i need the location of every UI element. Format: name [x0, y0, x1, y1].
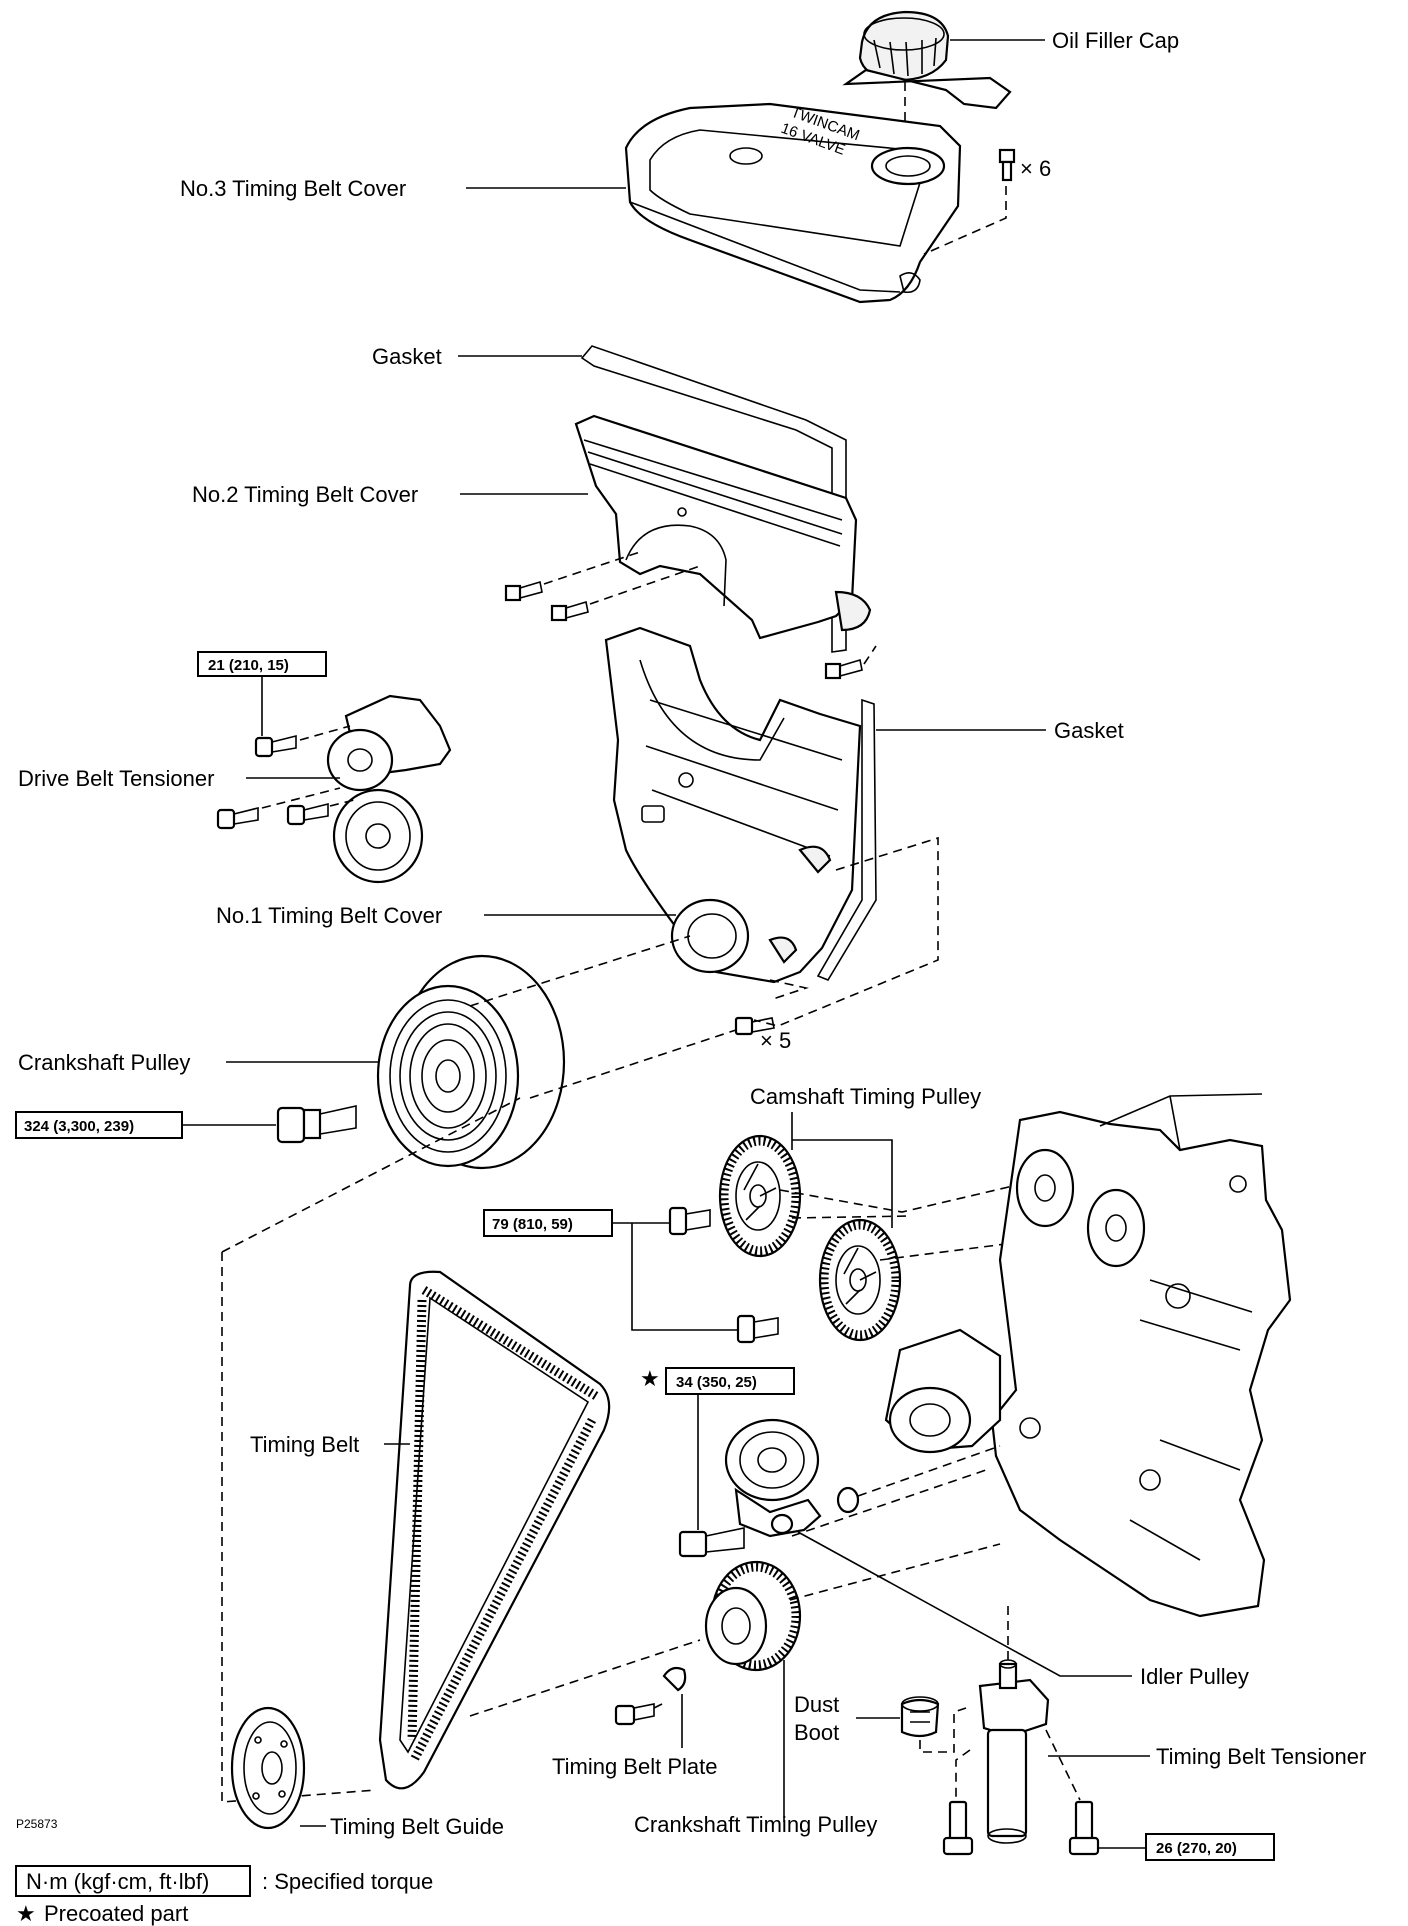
- timing-belt-tensioner-part: [978, 1659, 1050, 1844]
- idler-pulley-label: Idler Pulley: [1140, 1664, 1249, 1689]
- torque-timing-belt-tensioner: 26 (270, 20): [1156, 1840, 1237, 1857]
- drive-belt-tensioner-part: [326, 694, 452, 884]
- timing-belt-tensioner-label: Timing Belt Tensioner: [1156, 1744, 1366, 1769]
- timing-belt-guide-label: Timing Belt Guide: [330, 1814, 504, 1839]
- legend-torque-text: : Specified torque: [262, 1869, 433, 1894]
- torque-box-crankshaft: [15, 1111, 183, 1139]
- upper-gasket-part: [580, 345, 847, 653]
- torque-drive-belt-tensioner: 21 (210, 15): [208, 657, 289, 674]
- right-gasket-part: [816, 698, 877, 981]
- cover-bolt-1-icon: [504, 580, 543, 602]
- camshaft-bolt-1-icon: [668, 1206, 711, 1236]
- dust-boot-part: [900, 1696, 940, 1738]
- torque-crankshaft-pulley: 324 (3,300, 239): [24, 1118, 134, 1135]
- idler-bolt-icon: [678, 1527, 745, 1558]
- top-bolt-quantity: × 6: [1020, 156, 1051, 181]
- no3-timing-belt-cover-part: TWINCAM 16 VALVE: [624, 68, 1012, 304]
- no1-timing-belt-cover-part: [604, 626, 862, 984]
- precoated-star-idler: ★: [640, 1366, 660, 1391]
- camshaft-timing-pulley-label: Camshaft Timing Pulley: [750, 1084, 981, 1109]
- oil-filler-cap-part: [858, 10, 950, 82]
- cover-bolt-3-icon: [824, 658, 863, 680]
- idler-washer-icon: [836, 1486, 860, 1514]
- camshaft-bolt-2-icon: [736, 1314, 779, 1344]
- crankshaft-pulley-bolt-icon: [276, 1105, 357, 1144]
- figure-id: P25873: [16, 1817, 58, 1831]
- crankshaft-timing-pulley-label: Crankshaft Timing Pulley: [634, 1812, 877, 1837]
- tensioner-bolt-3-icon: [286, 802, 329, 826]
- tensioner-bolt-2-icon: [216, 806, 259, 830]
- torque-box-drive-belt: [197, 651, 327, 677]
- timing-belt-plate-label: Timing Belt Plate: [552, 1754, 717, 1779]
- gasket-upper-label: Gasket: [372, 344, 442, 369]
- camshaft-timing-pulley-2-part: [818, 1218, 902, 1342]
- idler-pulley-part: [724, 1418, 822, 1538]
- tensioner-bolt-right-icon: [1068, 1800, 1100, 1856]
- no1-timing-belt-cover-label: No.1 Timing Belt Cover: [216, 903, 442, 928]
- no2-timing-belt-cover-label: No.2 Timing Belt Cover: [192, 482, 418, 507]
- drive-belt-tensioner-label: Drive Belt Tensioner: [18, 766, 214, 791]
- dust-boot-label-line1: Dust: [794, 1692, 839, 1717]
- camshaft-timing-pulley-1-part: [718, 1134, 802, 1258]
- no3-timing-belt-cover-label: No.3 Timing Belt Cover: [180, 176, 406, 201]
- legend-torque-unit: N·m (kgf·cm, ft·lbf): [26, 1869, 209, 1894]
- torque-box-tensioner: [1145, 1833, 1275, 1861]
- torque-idler-pulley: 34 (350, 25): [676, 1374, 757, 1391]
- dust-boot-label-line2: Boot: [794, 1720, 839, 1745]
- timing-belt-label: Timing Belt: [250, 1432, 359, 1457]
- cover-bolt-quantity: × 5: [760, 1028, 791, 1053]
- gasket-right-label: Gasket: [1054, 718, 1124, 743]
- legend-star-text: Precoated part: [44, 1901, 188, 1926]
- tensioner-bolt-1-icon: [254, 734, 297, 758]
- legend-star-icon: ★: [16, 1901, 36, 1926]
- crankshaft-pulley-part: [376, 954, 566, 1170]
- timing-belt-guide-part: [230, 1706, 306, 1830]
- engine-block-part: [884, 1093, 1292, 1618]
- legend-torque-box: [15, 1865, 251, 1897]
- cover-bolt-x5-icon: [734, 1016, 775, 1036]
- timing-belt-part: [378, 1270, 611, 1790]
- torque-box-camshaft: [483, 1209, 613, 1237]
- no2-timing-belt-cover-part: [574, 414, 872, 640]
- torque-box-idler: [665, 1367, 795, 1395]
- torque-camshaft-pulley: 79 (810, 59): [492, 1216, 573, 1233]
- oil-filler-cap-label: Oil Filler Cap: [1052, 28, 1179, 53]
- plate-bolt-icon: [614, 1703, 655, 1726]
- top-bolt-icon: [998, 148, 1016, 182]
- timing-belt-plate-part: [662, 1666, 687, 1692]
- crankshaft-timing-pulley-part: [704, 1560, 802, 1672]
- crankshaft-pulley-label: Crankshaft Pulley: [18, 1050, 190, 1075]
- tensioner-bolt-left-icon: [942, 1800, 974, 1856]
- cover-bolt-2-icon: [550, 600, 589, 622]
